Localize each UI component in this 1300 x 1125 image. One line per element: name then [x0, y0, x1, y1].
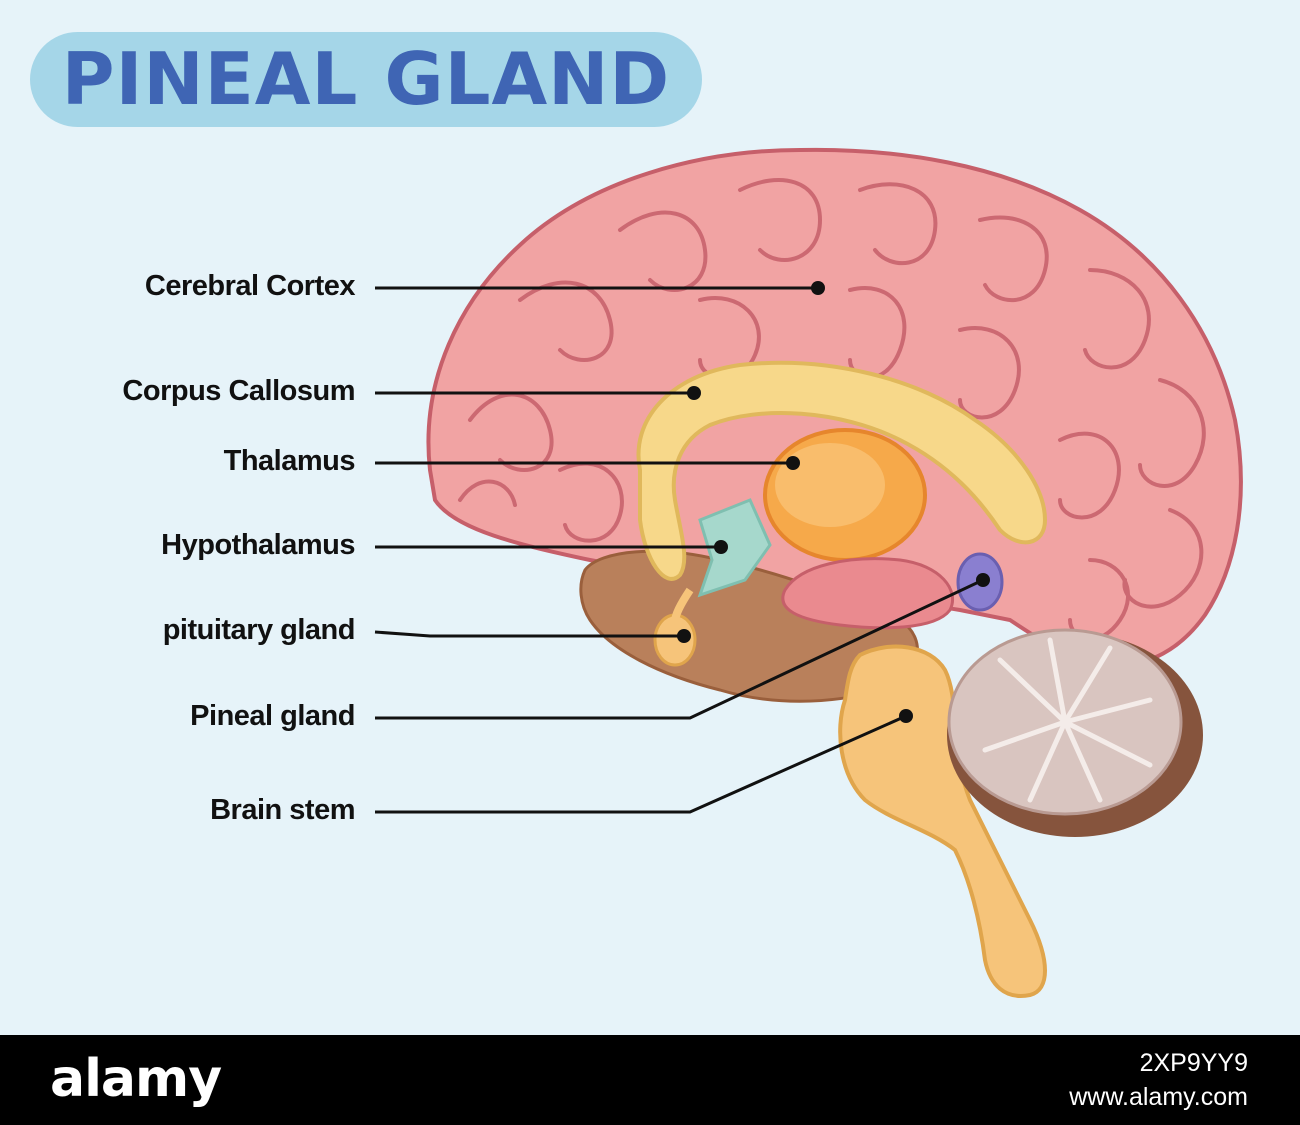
leader-dots — [677, 281, 990, 723]
pituitary-stalk — [671, 587, 694, 623]
dot-pineal-gland — [976, 573, 990, 587]
alamy-logo: alamy — [50, 1049, 222, 1109]
watermark-footer: alamy 2XP9YY9 www.alamy.com — [0, 1035, 1300, 1125]
label-hypothalamus: Hypothalamus — [161, 529, 355, 561]
dot-corpus-callosum — [687, 386, 701, 400]
cerebellum-folds — [982, 637, 1153, 803]
dot-cerebral-cortex — [811, 281, 825, 295]
dot-pituitary-gland — [677, 629, 691, 643]
label-corpus-callosum: Corpus Callosum — [122, 375, 355, 407]
corpus-callosum-shape — [636, 360, 1048, 581]
diagram-canvas: PINEAL GLAND — [30, 32, 1243, 998]
leader-lines — [374, 286, 984, 814]
title-banner — [30, 32, 702, 127]
hypothalamus-shape — [697, 498, 772, 598]
label-pituitary-gland: pituitary gland — [162, 614, 356, 646]
label-pineal-gland: Pineal gland — [190, 700, 355, 732]
site-url: www.alamy.com — [1069, 1083, 1248, 1111]
dot-hypothalamus — [714, 540, 728, 554]
label-thalamus: Thalamus — [223, 445, 356, 477]
dot-thalamus — [786, 456, 800, 470]
leader-pituitary-gland — [374, 630, 684, 638]
brain-illustration — [374, 147, 1243, 998]
leader-pineal-gland — [375, 578, 984, 720]
dot-brain-stem — [899, 709, 913, 723]
limbic-band-shape — [781, 557, 954, 630]
label-brain-stem: Brain stem — [210, 794, 355, 826]
leader-brain-stem — [375, 714, 907, 814]
image-id: 2XP9YY9 — [1139, 1049, 1248, 1077]
thalamus-highlight — [775, 443, 885, 527]
label-cerebral-cortex: Cerebral Cortex — [144, 270, 356, 302]
page-title: PINEAL GLAND — [61, 37, 671, 121]
